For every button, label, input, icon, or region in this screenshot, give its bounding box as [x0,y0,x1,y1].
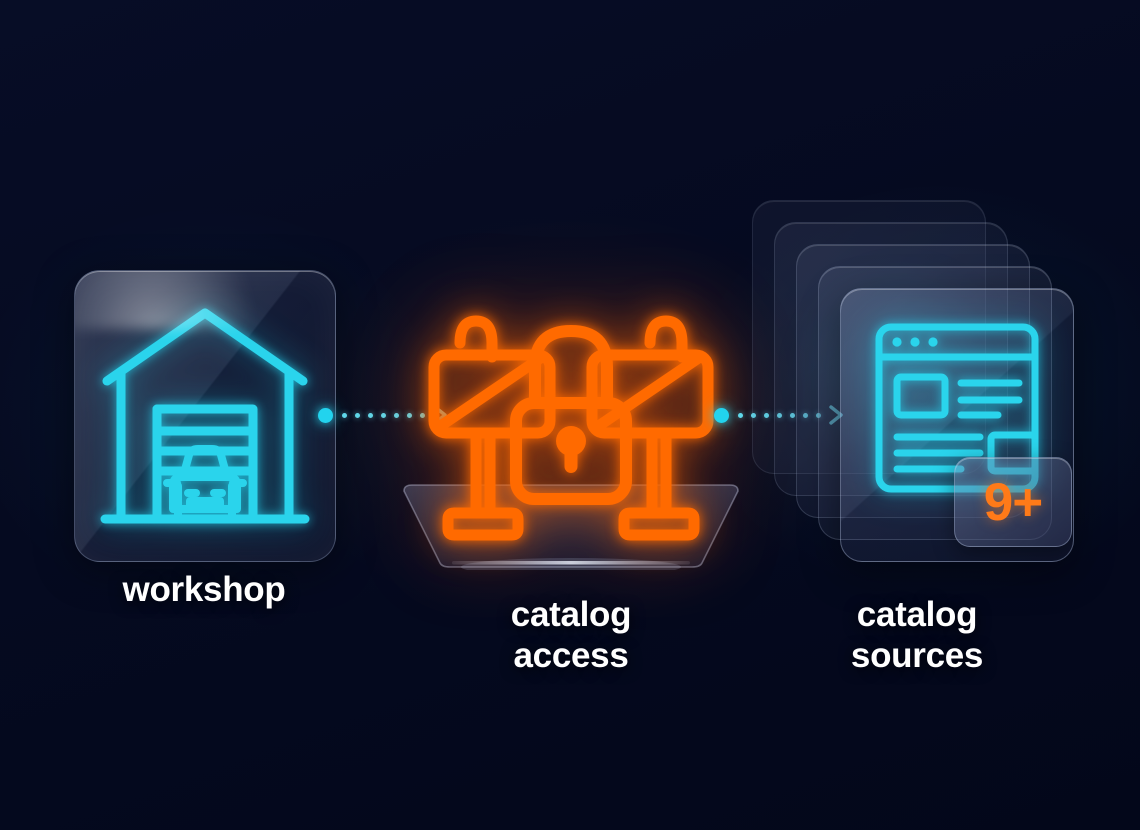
node-workshop-label: workshop [122,570,286,609]
node-catalog-sources-label: catalog sources [850,595,984,675]
catalog-sources-card-stack: 9+ [752,200,1082,562]
node-catalog-access[interactable]: catalog access [396,295,746,675]
barriers-with-padlock-icon [428,315,714,541]
connector-arrow-icon [829,405,843,425]
stack-card-front: 9+ [840,288,1074,562]
garage-with-car-icon [100,308,310,524]
browser-window-icon [875,323,1039,493]
catalog-sources-count-badge: 9+ [954,457,1072,547]
connector-dotted-line [738,412,821,418]
connector-catalog-access-to-catalog-sources [714,404,843,426]
workshop-card-panel [74,270,336,562]
connector-dotted-line [342,412,425,418]
node-catalog-access-label: catalog access [510,595,632,675]
node-workshop[interactable]: workshop [74,270,336,609]
badge-count-label: 9+ [983,472,1043,532]
node-catalog-sources[interactable]: 9+ catalog sources [752,200,1082,675]
connector-origin-dot [714,407,729,423]
stack-card-5 [752,200,986,474]
connector-origin-dot [318,407,333,423]
